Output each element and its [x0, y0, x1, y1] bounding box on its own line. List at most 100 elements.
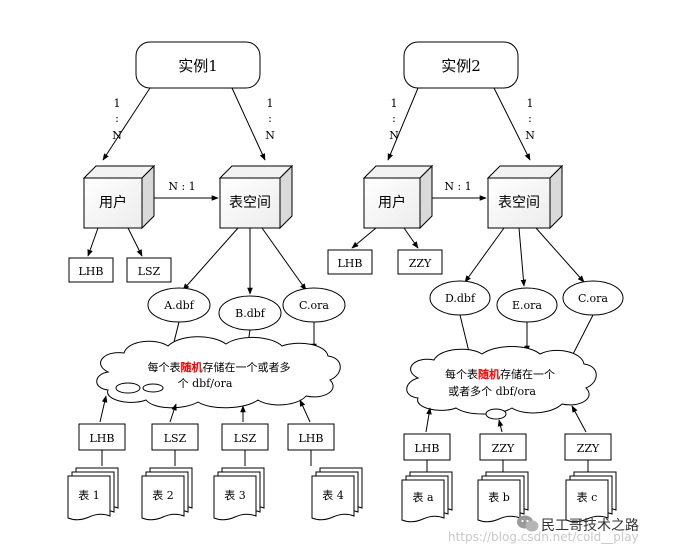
owner-2-0-up	[425, 407, 432, 433]
owner-1-1: LSZ	[164, 432, 187, 445]
left-diagram: 实例1 1 : N 1 : N 用户 表空间 N : 1 LHB	[67, 41, 363, 521]
ts-2-to-file-e-arrow	[518, 227, 527, 287]
cloud-2-text-line1: 每个表随机存储在一个	[445, 367, 555, 381]
user-2-to-lhb-arrow	[351, 227, 377, 249]
table-1-1: 表 2	[152, 488, 174, 502]
owner-1-3: LHB	[299, 432, 324, 445]
owner-2-2: ZZY	[577, 442, 600, 455]
user-2-name-box-0	[327, 249, 373, 275]
cloud-1-bubble-1	[142, 383, 164, 393]
owner-1-1-up	[169, 403, 177, 423]
owner-2-box-0	[403, 433, 451, 461]
user-2-label: 用户	[378, 194, 406, 211]
cloud-2-bubble	[485, 408, 507, 420]
ts-1-to-file-a-arrow	[182, 227, 239, 291]
table-1-0: 表 1	[78, 488, 100, 502]
cloud-2	[406, 346, 597, 415]
owner-1-box-0	[78, 423, 126, 451]
owner-1-2: LSZ	[234, 432, 257, 445]
instance-2-to-tablespace-arrow	[493, 87, 531, 161]
user-1-name-0: LHB	[79, 265, 104, 278]
watermark: https://blog.csdn.net/cold__play 民工哥技术之路	[448, 515, 639, 544]
ratio-2-right-1: 1	[527, 97, 534, 110]
table-2-0: 表 a	[412, 490, 433, 504]
table-2-1: 表 b	[488, 490, 510, 504]
user-1-name-box-0	[68, 257, 114, 283]
tablespace-2-label: 表空间	[498, 195, 540, 211]
ratio-1-top-1: 1	[114, 97, 121, 110]
ratio-1-right-dots: :	[268, 112, 272, 125]
user-1-name-1: LSZ	[138, 265, 161, 278]
cloud-1-text-line1: 每个表随机存储在一个或者多	[148, 360, 291, 374]
tablespace-1-label: 表空间	[229, 195, 271, 211]
owner-1-box-3	[287, 423, 335, 451]
nto1-1-label: N : 1	[168, 180, 195, 193]
owner-2-box-2	[564, 433, 612, 461]
owner-1-box-2	[221, 423, 269, 451]
ratio-2-top-dots: :	[392, 112, 396, 125]
instance-2-to-user-arrow	[387, 87, 419, 161]
instance-2-label: 实例2	[441, 57, 481, 75]
owner-1-3-up	[299, 399, 311, 423]
table-2-stack-1: 表 b	[477, 471, 529, 523]
owner-2-1: ZZY	[492, 442, 515, 455]
file-2-2-to-cloud	[569, 314, 594, 361]
cloud-1-text-line2: 个 dbf/ora	[178, 377, 233, 390]
watermark-brand: 民工哥技术之路	[541, 518, 639, 534]
cloud-2-text-post1: 存储在一个	[500, 367, 555, 381]
user-1-cube: 用户	[82, 164, 156, 230]
table-2-2: 表 c	[577, 490, 598, 504]
ts-2-to-file-c-arrow	[535, 227, 585, 283]
ratio-2-right-n: N	[525, 129, 535, 142]
tablespace-1-cube: 表空间	[218, 164, 294, 230]
owner-2-2-up	[571, 405, 587, 433]
owner-1-box-1	[151, 423, 199, 451]
instance-1-box	[135, 41, 261, 89]
table-1-stack-2: 表 3	[213, 467, 265, 521]
user-1-name-box-1	[126, 257, 172, 283]
user-1-to-lsz-arrow	[127, 227, 143, 257]
cloud-2-text-red: 随机	[478, 367, 500, 381]
file-2-2: C.ora	[578, 292, 608, 305]
wechat-icon	[517, 515, 539, 532]
tablespace-2-cube: 表空间	[486, 164, 564, 230]
file-1-0: A.dbf	[163, 299, 195, 312]
cloud-1-text-red: 随机	[181, 360, 203, 374]
user-1-label: 用户	[99, 194, 127, 211]
table-1-stack-0: 表 1	[67, 467, 119, 521]
instance-2-box	[403, 41, 519, 89]
user-2-name-0: LHB	[338, 257, 363, 270]
ts-2-to-file-d-arrow	[464, 227, 505, 283]
table-1-stack-1: 表 2	[141, 467, 193, 521]
nto1-2-label: N : 1	[444, 180, 471, 193]
file-2-0: D.dbf	[445, 292, 476, 305]
user-2-name-1: ZZY	[409, 257, 432, 270]
cloud-1-text-post1: 存储在一个或者多	[203, 360, 291, 374]
file-1-2: C.ora	[299, 299, 329, 312]
cloud-1-bubble-0	[115, 382, 141, 394]
user-1-to-lhb-arrow	[87, 227, 99, 257]
cloud-2-text-line2: 或者多个 dbf/ora	[448, 384, 536, 398]
table-2-stack-0: 表 a	[401, 471, 453, 523]
owner-1-0: LHB	[90, 432, 115, 445]
owner-2-0: LHB	[415, 442, 440, 455]
ts-1-to-file-c-arrow	[261, 227, 307, 291]
ratio-2-right-dots: :	[528, 112, 532, 125]
table-2-stack-2: 表 c	[565, 471, 617, 523]
cloud-1-text-pre: 每个表	[148, 360, 181, 374]
owner-2-box-1	[479, 433, 527, 461]
ratio-2-top-n: N	[389, 129, 399, 142]
table-1-stack-3: 表 4	[311, 467, 363, 521]
table-1-2: 表 3	[224, 488, 246, 502]
ratio-1-right-1: 1	[267, 97, 274, 110]
user-2-name-box-1	[397, 249, 443, 275]
file-2-1: E.ora	[512, 299, 542, 312]
cloud-2-text-pre: 每个表	[445, 367, 478, 381]
watermark-url: https://blog.csdn.net/cold__play	[448, 530, 639, 544]
ratio-2-top-1: 1	[391, 97, 398, 110]
user-2-to-zzy-arrow	[403, 227, 419, 249]
table-1-3: 表 4	[322, 488, 344, 502]
ratio-1-top-dots: :	[115, 112, 119, 125]
owner-2-1-up	[497, 419, 504, 433]
